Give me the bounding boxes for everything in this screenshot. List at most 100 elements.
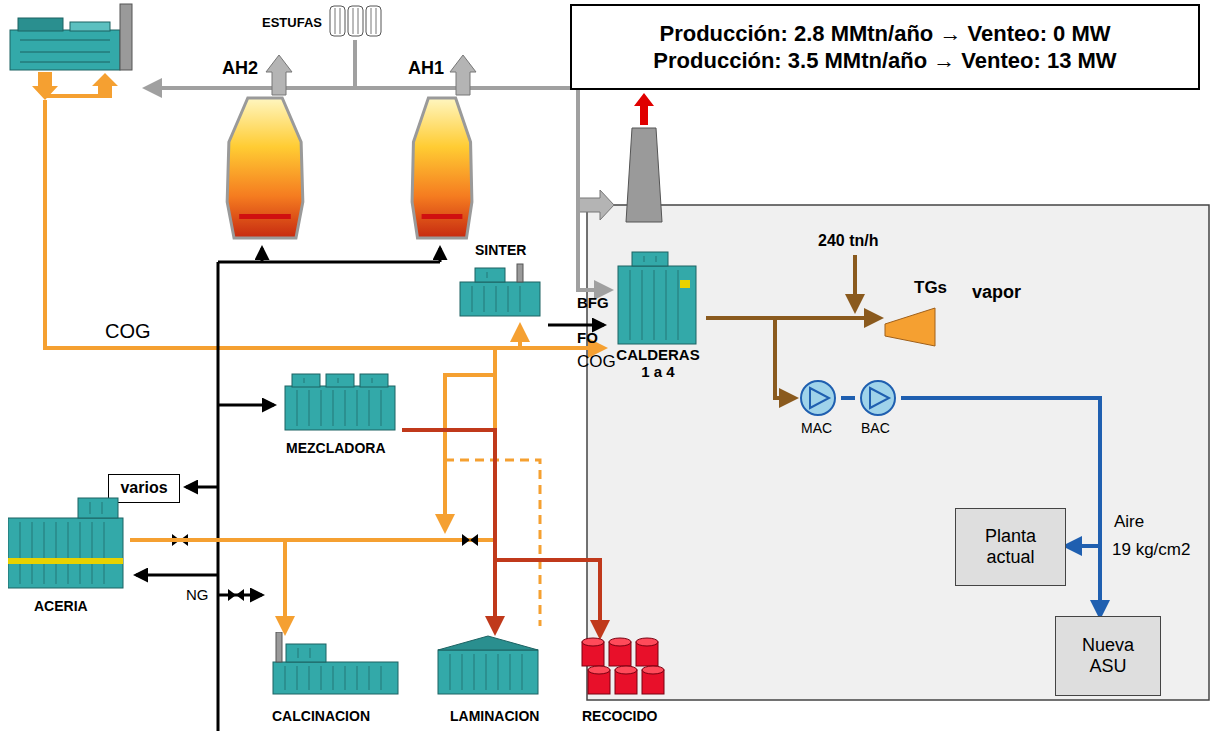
label-anchor: BFG xyxy=(577,294,609,311)
plant-box: Planta actual xyxy=(955,508,1066,586)
drawing-line xyxy=(44,522,45,584)
drawing-path xyxy=(493,348,497,430)
gas-mixer: MEZCLADORA xyxy=(280,372,402,460)
drawing-rect xyxy=(517,264,523,282)
drawing-line xyxy=(487,272,488,278)
drawing-line xyxy=(508,286,509,312)
drawing-path xyxy=(261,248,264,262)
drawing-line xyxy=(338,378,339,383)
drawing-rect xyxy=(475,268,505,282)
rolling-mill: LAMINACION xyxy=(436,632,546,728)
drawing-ellipse xyxy=(642,666,664,674)
node-label: BAC xyxy=(861,420,890,436)
pipe-connector xyxy=(841,396,855,400)
label-anchor: COG xyxy=(105,320,151,343)
flare-stack xyxy=(626,93,662,222)
drawing-rect xyxy=(680,280,690,288)
flow-label: 240 tn/h xyxy=(818,232,878,250)
drawing-path xyxy=(186,486,218,489)
drawing-line xyxy=(297,390,298,426)
drawing-line xyxy=(376,8,377,34)
drawing-line xyxy=(498,654,499,690)
drawing-line xyxy=(90,502,91,514)
node-label: TGs xyxy=(914,278,947,298)
flow-label: NG xyxy=(186,586,209,603)
drawing-ellipse xyxy=(582,638,604,646)
drawing-polygon xyxy=(870,388,889,408)
compressor: MAC xyxy=(795,378,841,442)
drawing-rect xyxy=(326,374,354,387)
node-label: SINTER xyxy=(475,242,526,258)
drawing-path xyxy=(45,100,604,348)
drawing-line xyxy=(522,654,523,690)
drawing-line xyxy=(381,390,382,426)
node-label: MEZCLADORA xyxy=(286,440,386,456)
drawing-rect xyxy=(618,266,696,344)
drawing-line xyxy=(484,286,485,312)
drawing-line xyxy=(630,270,631,340)
box-text: varios xyxy=(114,478,173,498)
drawing-rect xyxy=(330,6,345,36)
pipe-connector xyxy=(476,88,610,290)
flow-label: FO xyxy=(577,329,598,346)
label-anchor: vapor xyxy=(972,282,1021,303)
drawing-rect xyxy=(285,386,395,430)
calcination-plant: CALCINACION xyxy=(268,632,404,728)
node-label: CALCINACION xyxy=(272,708,370,724)
drawing-path xyxy=(217,262,220,731)
drawing-path xyxy=(445,460,540,626)
box-text: Nueva ASU xyxy=(1056,634,1160,677)
pipe-connector xyxy=(706,318,795,398)
flow-label: COG xyxy=(105,320,151,343)
drawing-ellipse xyxy=(615,666,637,674)
drawing-path xyxy=(462,534,478,546)
node-label: ACERIA xyxy=(34,598,88,614)
drawing-line xyxy=(20,40,110,41)
pipe-connector xyxy=(130,540,285,632)
drawing-line xyxy=(510,654,511,690)
label-anchor: Aire xyxy=(1114,512,1144,532)
drawing-rect xyxy=(587,205,1209,700)
drawing-rect xyxy=(273,662,398,694)
drawing-polygon xyxy=(32,72,58,100)
drawing-polygon xyxy=(810,388,829,408)
steel-shop: ACERIA xyxy=(8,496,130,620)
drawing-path xyxy=(548,324,604,327)
drawing-line xyxy=(56,522,57,584)
drawing-line xyxy=(654,270,655,340)
drawing-rect xyxy=(422,214,463,219)
drawing-line xyxy=(666,270,667,340)
drawing-rect xyxy=(360,374,388,387)
drawing-line xyxy=(80,522,81,584)
drawing-ellipse xyxy=(609,638,631,646)
flow-label: Aire xyxy=(1114,512,1144,532)
drawing-circle xyxy=(861,381,895,415)
drawing-line xyxy=(309,390,310,426)
drawing-path xyxy=(227,98,303,238)
blast-furnace-icon xyxy=(222,52,308,242)
flow-label: BFG xyxy=(577,294,609,311)
drawing-line xyxy=(345,666,346,690)
node-label: AH2 xyxy=(222,58,258,79)
drawing-line xyxy=(68,522,69,584)
drawing-line xyxy=(304,378,305,383)
drawing-path xyxy=(518,326,522,348)
node-label: RECOCIDO xyxy=(582,708,657,724)
drawing-line xyxy=(353,8,354,34)
box-text: Producción: 2.8 MMtn/año → Venteo: 0 MW xyxy=(653,20,1116,47)
box-text: Planta actual xyxy=(956,525,1065,568)
drawing-ellipse xyxy=(588,666,610,674)
drawing-line xyxy=(333,390,334,426)
drawing-path xyxy=(218,261,440,264)
drawing-ellipse xyxy=(636,638,658,646)
label-anchor: 19 kg/cm2 xyxy=(1112,540,1190,560)
node-label: MAC xyxy=(801,420,832,436)
drawing-line xyxy=(20,522,21,584)
drawing-polygon xyxy=(438,636,538,650)
drawing-rect xyxy=(632,252,668,266)
steam-turbine: TGs xyxy=(880,278,965,348)
drawing-rect xyxy=(366,6,381,36)
annealing-furnaces: RECOCIDO xyxy=(578,636,670,728)
coke-plant xyxy=(10,4,132,70)
drawing-line xyxy=(321,390,322,426)
